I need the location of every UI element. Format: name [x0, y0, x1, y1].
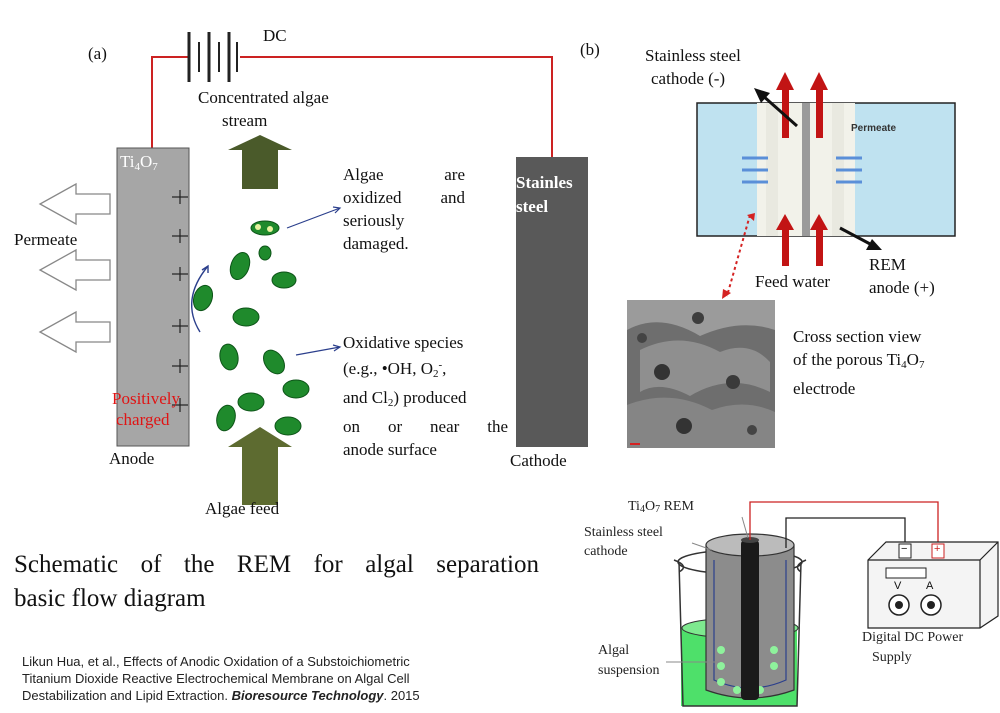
stream-label-line1: Concentrated algae: [198, 88, 329, 107]
anode-label: Anode: [109, 449, 155, 468]
note-algae-damaged: Algae are oxidized and: [343, 165, 465, 207]
permeate-arrows: [38, 182, 111, 354]
feed-arrow: [228, 427, 292, 505]
dc-wire-anode: [151, 56, 185, 150]
minus-terminal-label: −: [901, 543, 908, 555]
citation: Likun Hua, et al., Effects of Anodic Oxi…: [22, 654, 420, 703]
permeate-flow-arrows: [742, 156, 862, 184]
algae-cells: [192, 220, 310, 436]
algal-suspension-label: Algal suspension: [598, 643, 660, 678]
beaker-apparatus: [666, 501, 939, 707]
curved-arrow: [191, 265, 209, 333]
battery-icon: [185, 32, 238, 82]
voltmeter-label: V: [894, 580, 902, 592]
stream-label: Concentrated algae stream: [198, 86, 329, 132]
cathode-label: Cathode: [510, 451, 567, 470]
rem-apparatus-label: Ti4O7 REM: [628, 499, 694, 515]
anode-pointer: [839, 226, 873, 247]
dc-power-supply: [867, 541, 999, 629]
dc-label: DC: [263, 26, 287, 45]
feed-label: Algae feed: [205, 499, 280, 518]
ammeter-label: A: [926, 580, 934, 592]
feed-flow-arrows: [776, 72, 828, 266]
panel-a-label: (a): [88, 44, 107, 63]
stream-label-line2: stream: [222, 111, 268, 130]
note-algae-damaged-tail: seriously damaged.: [343, 211, 409, 253]
plus-terminal-label: +: [934, 543, 941, 555]
cross-section-label: Cross section view of the porous Ti4O7 e…: [793, 327, 925, 398]
note-oxidative-species: Oxidative species (e.g., •OH, O2-, and C…: [343, 333, 508, 459]
feed-water-label: Feed water: [755, 272, 831, 291]
permeate-label: Permeate: [14, 230, 78, 249]
cathode-electrode: [516, 157, 588, 447]
power-supply-label: Digital DC Power Supply: [862, 630, 964, 665]
rem-anode-label: REM anode (+): [869, 255, 935, 297]
note1-pointer: [286, 207, 341, 229]
permeate-tag: Permeate: [851, 123, 897, 134]
anode-electrode: [116, 147, 190, 447]
apparatus-cathode-label: Stainless steel cathode: [584, 525, 663, 559]
concentrated-stream-arrow: [228, 135, 292, 189]
note2-pointer: [295, 346, 341, 356]
rem-module: [696, 102, 956, 237]
cathode-pointer: [761, 93, 798, 128]
zoom-link: [726, 214, 751, 297]
cathode-callout: Stainless steel cathode (-): [645, 46, 741, 88]
positively-charged-label: Positively charged: [112, 389, 181, 429]
sem-micrograph: [627, 300, 775, 448]
anode-plus-marks: [172, 190, 188, 412]
dc-wire-cathode: [240, 56, 553, 157]
figure-caption: Schematic of the REM for algal separatio…: [14, 551, 539, 612]
anode-material-label: Ti4O7: [120, 152, 158, 173]
panel-b-label: (b): [580, 40, 600, 59]
cathode-material-label: Stainles steel: [516, 173, 573, 216]
